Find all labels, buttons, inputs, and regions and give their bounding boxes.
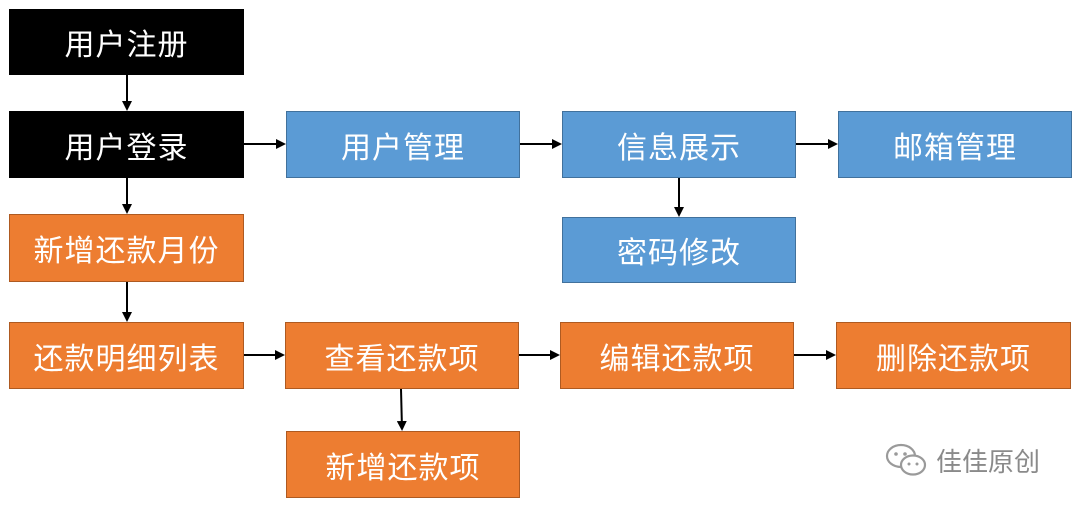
node-label: 删除还款项	[876, 341, 1031, 377]
node-label: 密码修改	[617, 236, 741, 271]
node-label: 用户登录	[64, 130, 189, 166]
node-add-repay-month: 新增还款月份	[9, 214, 244, 282]
node-add-repay-item: 新增还款项	[286, 431, 520, 498]
node-info-display: 信息展示	[562, 111, 796, 178]
node-label: 新增还款月份	[33, 234, 220, 269]
node-label: 信息展示	[617, 130, 741, 166]
arrow-view-additem	[396, 388, 407, 431]
wechat-icon	[885, 443, 927, 476]
node-user-manage: 用户管理	[286, 111, 520, 178]
node-edit-repay-item: 编辑还款项	[560, 322, 794, 389]
node-password-change: 密码修改	[562, 217, 796, 283]
node-mail-manage: 邮箱管理	[838, 111, 1072, 178]
node-label: 用户注册	[64, 28, 189, 63]
node-label: 邮箱管理	[893, 130, 1017, 166]
watermark: 佳佳原创	[884, 440, 1040, 480]
node-view-repay-item: 查看还款项	[285, 322, 519, 389]
watermark-text: 佳佳原创	[936, 447, 1041, 478]
node-label: 用户管理	[341, 130, 465, 166]
node-repay-detail-list: 还款明细列表	[9, 322, 244, 389]
node-label: 还款明细列表	[33, 341, 220, 377]
node-user-login: 用户登录	[9, 111, 244, 178]
node-user-register: 用户注册	[9, 9, 244, 75]
node-delete-repay-item: 删除还款项	[836, 322, 1071, 389]
node-label: 新增还款项	[325, 450, 481, 486]
node-label: 编辑还款项	[599, 341, 755, 377]
node-label: 查看还款项	[324, 341, 480, 377]
